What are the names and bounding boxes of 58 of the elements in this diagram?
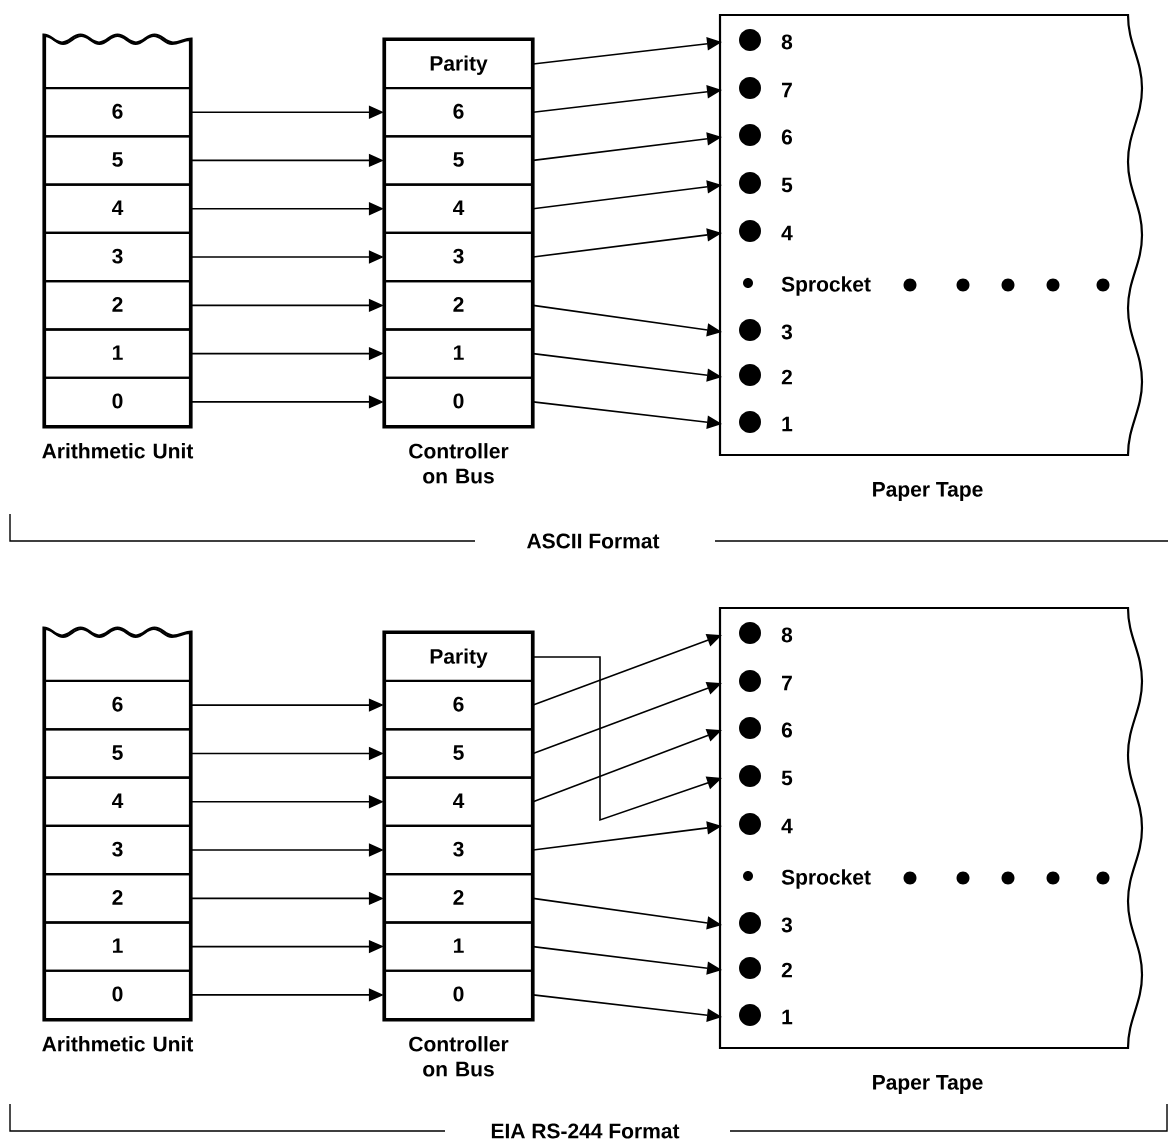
column-label: Arithmetic Unit xyxy=(42,1036,194,1052)
tape-label: Paper Tape xyxy=(873,482,983,501)
register-cell: 1 xyxy=(383,328,534,379)
channel-number: 3 xyxy=(781,324,792,340)
register-cell: 4 xyxy=(383,776,534,828)
register-cell: Parity xyxy=(383,38,534,90)
tape-label: Paper Tape xyxy=(873,1075,983,1094)
register-cell: 1 xyxy=(383,921,534,972)
channel-number: 6 xyxy=(781,129,792,145)
register-cell: 2 xyxy=(383,873,534,924)
channel-number: 1 xyxy=(782,1009,793,1025)
register-cell: 3 xyxy=(43,231,192,283)
register-cell: 0 xyxy=(43,969,192,1021)
channel-number: 6 xyxy=(781,722,792,738)
channel-number: 3 xyxy=(781,917,792,933)
channel-number: 2 xyxy=(781,962,792,978)
channel-number: 7 xyxy=(782,82,792,98)
channel-number: 2 xyxy=(781,369,792,385)
register-cell: 1 xyxy=(43,921,192,972)
register-cell: Parity xyxy=(383,631,534,683)
column-label: Controller on Bus xyxy=(409,443,509,484)
register-cell: 4 xyxy=(43,183,192,235)
register-cell: 5 xyxy=(383,135,534,186)
register-cell: 3 xyxy=(43,824,192,876)
register-cell: 0 xyxy=(383,969,534,1021)
register-cell: 0 xyxy=(43,376,192,428)
register-cell: 6 xyxy=(43,679,192,731)
register-cell: 3 xyxy=(383,231,534,283)
channel-number: 1 xyxy=(782,416,793,432)
register-cell: 6 xyxy=(43,86,192,138)
register-cell: 3 xyxy=(383,824,534,876)
register-cell: 2 xyxy=(43,280,192,331)
channel-number: 5 xyxy=(781,770,793,786)
register-cell: 2 xyxy=(43,873,192,924)
torn-cell xyxy=(43,34,192,90)
channel-number: 8 xyxy=(781,627,793,643)
register-cell: 5 xyxy=(43,135,192,186)
register-cell: 5 xyxy=(383,728,534,779)
column-label: Controller on Bus xyxy=(409,1036,509,1077)
sprocket-label: Sprocket xyxy=(781,869,871,889)
register-cell: 5 xyxy=(43,728,192,779)
register-cell: 6 xyxy=(383,679,534,731)
register-cell: 6 xyxy=(383,86,534,138)
torn-cell xyxy=(43,627,192,683)
channel-number: 7 xyxy=(782,675,792,691)
register-cell: 4 xyxy=(383,183,534,235)
format-caption: ASCII Format xyxy=(527,533,660,549)
column-label: Arithmetic Unit xyxy=(42,443,194,459)
register-cell: 1 xyxy=(43,328,192,379)
register-cell: 0 xyxy=(383,376,534,428)
channel-number: 5 xyxy=(781,177,793,193)
format-caption: EIA RS-244 Format xyxy=(491,1123,680,1139)
register-cell: 2 xyxy=(383,280,534,331)
sprocket-label: Sprocket xyxy=(781,276,871,296)
channel-number: 8 xyxy=(781,34,793,50)
channel-number: 4 xyxy=(781,225,793,241)
channel-number: 4 xyxy=(781,818,793,834)
register-cell: 4 xyxy=(43,776,192,828)
